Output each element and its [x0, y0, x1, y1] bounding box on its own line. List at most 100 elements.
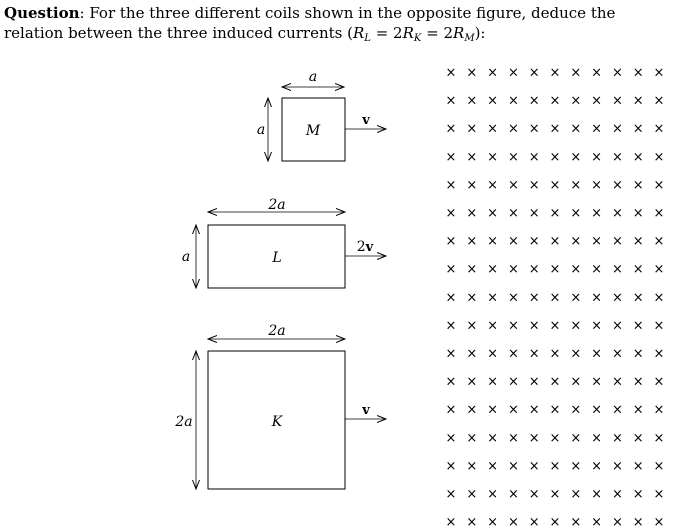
field-cross: × — [466, 403, 477, 418]
field-cross: × — [550, 487, 561, 502]
coil-l-name: L — [271, 250, 281, 266]
field-cross: × — [487, 515, 498, 530]
field-cross: × — [591, 262, 602, 277]
field-cross: × — [446, 178, 457, 193]
field-cross: × — [508, 178, 519, 193]
field-cross: × — [633, 206, 644, 221]
field-cross: × — [466, 66, 477, 81]
coil-l-width-label: 2a — [267, 197, 285, 213]
question-body: For the three different coils shown in t… — [4, 4, 616, 42]
field-cross: × — [591, 375, 602, 390]
field-cross: × — [591, 66, 602, 81]
field-cross: × — [612, 122, 623, 137]
field-cross: × — [654, 66, 665, 81]
relation-r-m: R — [453, 24, 465, 42]
field-cross: × — [446, 262, 457, 277]
field-cross: × — [550, 178, 561, 193]
field-cross: × — [446, 150, 457, 165]
field-cross: × — [529, 178, 540, 193]
relation-sub-m: M — [464, 33, 475, 44]
field-cross: × — [487, 318, 498, 333]
field-cross: × — [446, 290, 457, 305]
field-cross: × — [508, 375, 519, 390]
field-cross: × — [654, 459, 665, 474]
field-cross: × — [633, 459, 644, 474]
field-cross: × — [550, 290, 561, 305]
field-cross: × — [612, 290, 623, 305]
coil-m-height-label: a — [257, 122, 265, 138]
field-cross: × — [446, 318, 457, 333]
field-cross: × — [633, 66, 644, 81]
relation-eq-1: = 2 — [370, 24, 403, 42]
field-cross: × — [654, 403, 665, 418]
field-cross: × — [612, 178, 623, 193]
field-cross: × — [654, 150, 665, 165]
field-cross: × — [591, 487, 602, 502]
field-cross: × — [487, 431, 498, 446]
field-cross: × — [633, 178, 644, 193]
field-cross: × — [550, 94, 561, 109]
field-cross: × — [508, 234, 519, 249]
field-cross: × — [550, 150, 561, 165]
field-cross: × — [570, 318, 581, 333]
relation-sub-l: L — [364, 33, 371, 44]
field-cross: × — [570, 459, 581, 474]
field-cross: × — [591, 403, 602, 418]
field-cross: × — [508, 403, 519, 418]
field-cross: × — [550, 318, 561, 333]
field-cross: × — [529, 403, 540, 418]
field-cross: × — [612, 150, 623, 165]
coil-k-velocity-label: v — [361, 403, 370, 418]
field-cross: × — [446, 206, 457, 221]
field-cross: × — [550, 403, 561, 418]
field-cross: × — [550, 122, 561, 137]
field-cross: × — [612, 234, 623, 249]
field-cross: × — [654, 262, 665, 277]
field-cross: × — [591, 431, 602, 446]
field-cross: × — [654, 206, 665, 221]
field-cross: × — [446, 234, 457, 249]
field-cross: × — [487, 150, 498, 165]
field-cross: × — [466, 375, 477, 390]
field-cross: × — [633, 94, 644, 109]
field-cross: × — [550, 262, 561, 277]
field-cross: × — [508, 66, 519, 81]
field-cross: × — [487, 262, 498, 277]
field-cross: × — [654, 290, 665, 305]
field-cross: × — [633, 403, 644, 418]
relation-r-l: R — [353, 24, 365, 42]
field-cross: × — [570, 206, 581, 221]
field-cross: × — [508, 150, 519, 165]
coil-l-height-label: a — [182, 249, 190, 265]
field-cross: × — [654, 178, 665, 193]
coil-k-name: K — [271, 414, 284, 430]
coil-m-width-label: a — [309, 69, 317, 85]
question-text: Question: For the three different coils … — [4, 3, 670, 49]
field-cross: × — [508, 515, 519, 530]
field-cross: × — [487, 66, 498, 81]
coil-l: 2a a L 2v — [182, 197, 386, 288]
field-cross: × — [508, 487, 519, 502]
field-cross: × — [550, 347, 561, 362]
coil-l-loop — [207, 224, 346, 289]
field-cross: × — [446, 94, 457, 109]
field-cross: × — [529, 262, 540, 277]
field-cross: × — [612, 487, 623, 502]
field-cross: × — [487, 178, 498, 193]
field-cross: × — [508, 318, 519, 333]
field-cross: × — [550, 431, 561, 446]
field-cross: × — [591, 290, 602, 305]
field-cross: × — [446, 66, 457, 81]
field-cross: × — [508, 206, 519, 221]
field-cross: × — [633, 234, 644, 249]
field-cross: × — [570, 122, 581, 137]
field-cross: × — [612, 66, 623, 81]
field-cross: × — [487, 459, 498, 474]
coil-k-loop — [207, 350, 346, 490]
field-cross: × — [529, 431, 540, 446]
field-cross: × — [633, 318, 644, 333]
field-cross: × — [466, 262, 477, 277]
field-cross: × — [446, 347, 457, 362]
field-cross: × — [612, 459, 623, 474]
field-cross: × — [446, 403, 457, 418]
